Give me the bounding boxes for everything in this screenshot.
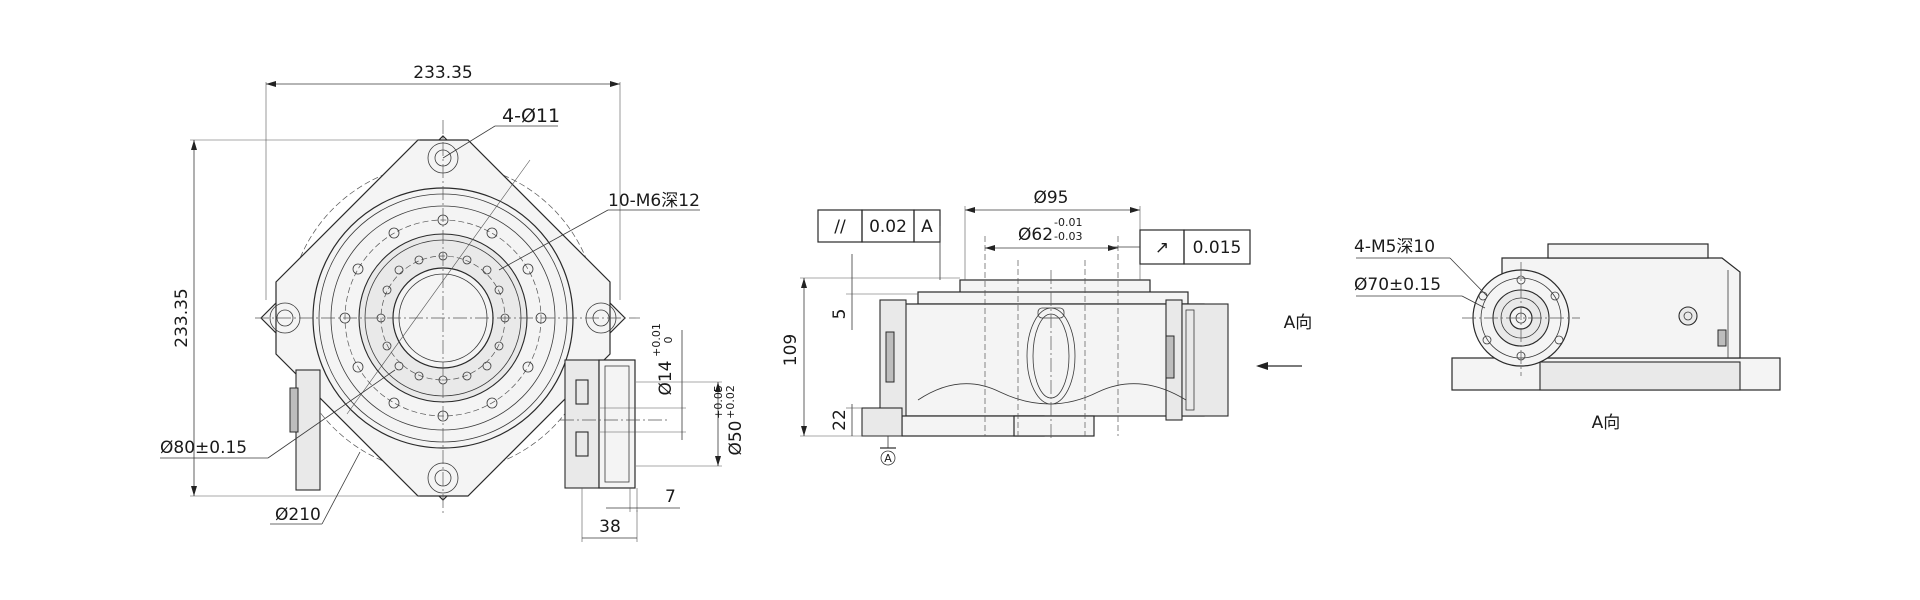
parallelism-frame: // 0.02 A <box>817 209 941 280</box>
parallel-value: 0.02 <box>869 217 907 237</box>
label-dia-50: Ø50 <box>726 420 746 455</box>
label-dia-210: Ø210 <box>275 505 321 525</box>
label-dia-70: Ø70±0.15 <box>1354 275 1441 295</box>
tol-dia-50-lower: +0.02 <box>724 385 737 419</box>
label-dia-62: Ø62 <box>1018 225 1053 245</box>
runout-symbol: ↗ <box>1155 238 1169 258</box>
label-4-holes: 4-Ø11 <box>502 105 560 127</box>
front-view: Ø95 Ø62 -0.01 -0.03 // 0.02 A ↗ 0.015 <box>781 188 1313 466</box>
label-dia-80: Ø80±0.15 <box>160 438 247 458</box>
tol-dia-14-upper: +0.01 <box>650 323 663 357</box>
dim-left-height: 233.35 <box>172 288 192 347</box>
parallel-symbol: // <box>834 217 846 237</box>
direction-arrow-label: A向 <box>1284 313 1313 333</box>
runout-frame: ↗ 0.015 <box>1110 229 1251 265</box>
label-10-threads: 10-M6深12 <box>608 191 700 211</box>
side-block-right <box>1181 303 1229 417</box>
dim-top-width: 233.35 <box>413 63 472 83</box>
dim-5: 5 <box>830 309 850 320</box>
parallel-datum: A <box>921 217 933 237</box>
side-port <box>1678 306 1698 326</box>
side-housing-left <box>295 369 321 491</box>
dim-109: 109 <box>781 334 801 366</box>
plan-view: 233.35 233.35 4-Ø11 10-M6深12 Ø80±0.15 Ø2… <box>160 63 746 542</box>
label-dia-95: Ø95 <box>1033 188 1068 208</box>
label-4-m5: 4-M5深10 <box>1354 237 1435 257</box>
view-caption: A向 <box>1592 413 1621 433</box>
datum-label: A <box>884 452 892 465</box>
side-housing-right <box>564 359 600 489</box>
main-body <box>901 303 1205 417</box>
side-view-a: 4-M5深10 Ø70±0.15 A向 <box>1354 237 1781 433</box>
dim-22: 22 <box>830 409 850 431</box>
dim-7: 7 <box>665 487 676 507</box>
motor-flange <box>598 359 636 489</box>
runout-value: 0.015 <box>1193 238 1242 258</box>
tol-dia-14-lower: 0 <box>662 337 675 344</box>
label-dia-14: Ø14 <box>656 360 676 395</box>
tol-dia-62-lower: -0.03 <box>1054 230 1082 243</box>
tol-dia-62-upper: -0.01 <box>1054 216 1082 229</box>
datum-circle <box>880 450 896 466</box>
dim-38: 38 <box>599 517 621 537</box>
tol-dia-50-upper: +0.05 <box>712 385 725 419</box>
